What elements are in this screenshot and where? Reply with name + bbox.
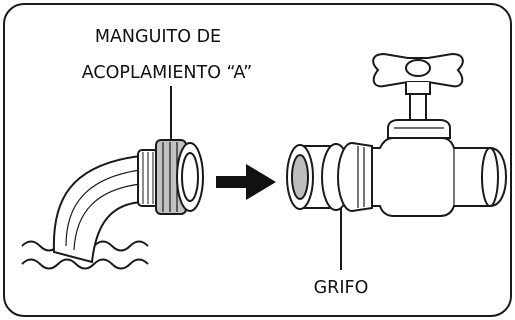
coupling-label-line1: MANGUITO DE bbox=[95, 27, 221, 47]
tap bbox=[371, 52, 508, 217]
coupling-label-line2: ACOPLAMIENTO “A” bbox=[82, 63, 252, 83]
tap-adapter bbox=[286, 142, 373, 212]
coupling-a bbox=[137, 139, 204, 215]
direction-arrow bbox=[216, 164, 276, 200]
panel-border bbox=[3, 3, 512, 317]
tap-label: GRIFO bbox=[314, 278, 369, 298]
